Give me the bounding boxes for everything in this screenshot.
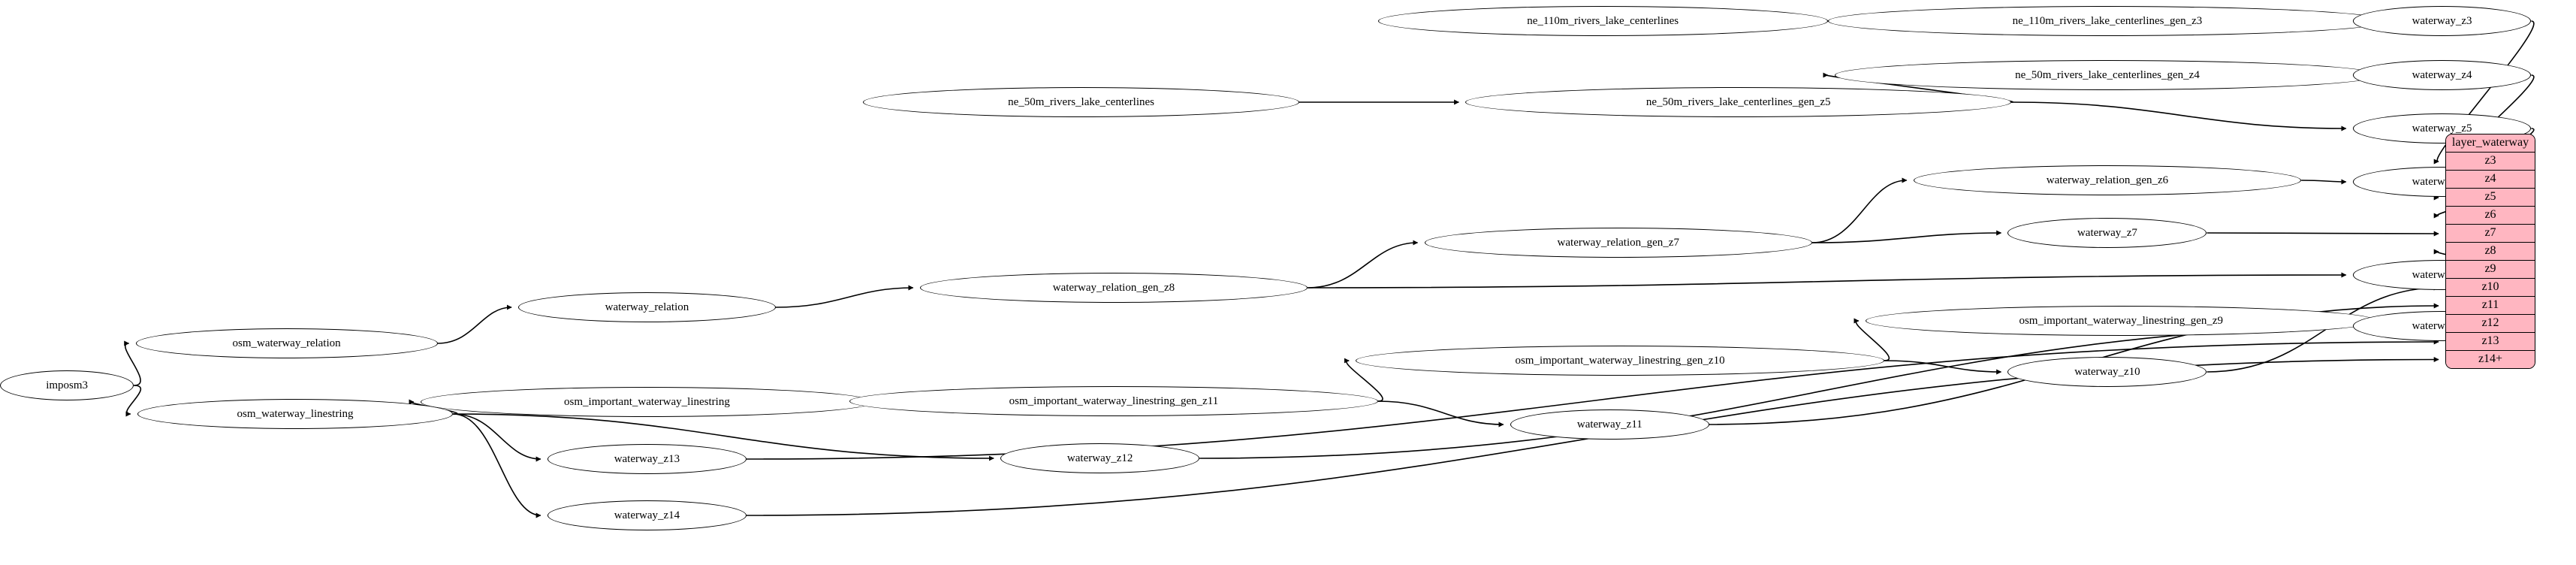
graph-node-label: ne_110m_rivers_lake_centerlines_gen_z3 xyxy=(2012,14,2203,27)
graph-node-waterway-relation[interactable]: waterway_relation xyxy=(518,292,776,322)
graph-node-label: waterway_z4 xyxy=(2412,68,2472,81)
graph-node-osm-important-waterway-linestring[interactable]: osm_important_waterway_linestring xyxy=(420,387,874,417)
layer-waterway-row-z5[interactable]: z5 xyxy=(2446,189,2535,207)
graph-node-label: osm_important_waterway_linestring_gen_z1… xyxy=(1009,394,1219,407)
graph-node-osm-waterway-relation[interactable]: osm_waterway_relation xyxy=(135,328,438,358)
layer-waterway-row-z7[interactable]: z7 xyxy=(2446,225,2535,243)
graph-edge xyxy=(453,413,541,462)
graph-node-label: ne_50m_rivers_lake_centerlines_gen_z5 xyxy=(1645,95,1831,108)
graph-node-label: waterway_z5 xyxy=(2412,122,2472,134)
graph-edge xyxy=(1884,360,2002,375)
graph-node-waterway-z11[interactable]: waterway_z11 xyxy=(1510,409,1709,440)
layer-waterway-row-z6[interactable]: z6 xyxy=(2446,207,2535,225)
layer-waterway-row-z12[interactable]: z12 xyxy=(2446,315,2535,333)
graph-node-label: waterway_relation_gen_z8 xyxy=(1052,281,1175,294)
graph-node-waterway-z7[interactable]: waterway_z7 xyxy=(2007,218,2207,248)
graph-node-label: imposm3 xyxy=(46,379,89,391)
layer-waterway-row-z11[interactable]: z11 xyxy=(2446,297,2535,315)
layer-waterway-row-z4[interactable]: z4 xyxy=(2446,171,2535,189)
graph-node-label: osm_waterway_relation xyxy=(232,337,341,349)
graph-node-label: osm_important_waterway_linestring xyxy=(564,395,730,408)
graph-edge xyxy=(2301,179,2347,185)
layer-waterway-table-header: layer_waterway xyxy=(2446,134,2535,153)
graph-node-osm-important-waterway-linestring-gen-z10[interactable]: osm_important_waterway_linestring_gen_z1… xyxy=(1356,346,1884,376)
graph-edge xyxy=(2206,231,2439,237)
graph-node-imposm3[interactable]: imposm3 xyxy=(0,370,134,400)
graph-node-label: ne_110m_rivers_lake_centerlines xyxy=(1527,14,1679,27)
graph-edge xyxy=(1811,177,1908,243)
graph-node-waterway-z3[interactable]: waterway_z3 xyxy=(2352,6,2532,36)
graph-node-waterway-z4[interactable]: waterway_z4 xyxy=(2352,60,2532,90)
graph-edge xyxy=(1199,321,2439,459)
graph-node-label: osm_important_waterway_linestring_gen_z1… xyxy=(1515,354,1725,367)
graph-node-ne-50m-rivers-lake-centerlines[interactable]: ne_50m_rivers_lake_centerlines xyxy=(863,87,1299,117)
layer-waterway-row-z13[interactable]: z13 xyxy=(2446,333,2535,351)
graph-node-label: waterway_z3 xyxy=(2412,14,2472,27)
layer-waterway-row-z14plus[interactable]: z14+ xyxy=(2446,351,2535,368)
graph-node-label: osm_waterway_linestring xyxy=(237,407,354,420)
graph-edge xyxy=(775,285,914,308)
graph-node-ne-50m-rivers-lake-centerlines-gen-z5[interactable]: ne_50m_rivers_lake_centerlines_gen_z5 xyxy=(1465,87,2011,117)
graph-edge xyxy=(453,413,541,518)
graph-node-label: waterway_z11 xyxy=(1576,418,1642,431)
graph-node-label: osm_important_waterway_linestring_gen_z9 xyxy=(2019,314,2224,327)
layer-waterway-row-z3[interactable]: z3 xyxy=(2446,153,2535,171)
graph-node-label: waterway_relation xyxy=(605,301,689,313)
graph-node-ne-110m-rivers-lake-centerlines-gen-z3[interactable]: ne_110m_rivers_lake_centerlines_gen_z3 xyxy=(1827,6,2387,36)
graph-node-label: waterway_z7 xyxy=(2077,226,2137,239)
graph-node-waterway-relation-gen-z8[interactable]: waterway_relation_gen_z8 xyxy=(919,273,1308,303)
graph-edge xyxy=(1811,230,2002,243)
graph-node-osm-important-waterway-linestring-gen-z9[interactable]: osm_important_waterway_linestring_gen_z9 xyxy=(1865,306,2377,336)
graph-edge xyxy=(1308,272,2347,289)
layer-waterway-row-z10[interactable]: z10 xyxy=(2446,279,2535,297)
graph-node-label: waterway_z12 xyxy=(1066,452,1133,464)
graph-node-ne-110m-rivers-lake-centerlines[interactable]: ne_110m_rivers_lake_centerlines xyxy=(1377,6,1828,36)
graph-edge xyxy=(437,304,512,344)
graph-node-label: waterway_relation_gen_z7 xyxy=(1557,236,1679,249)
graph-node-label: waterway_relation_gen_z6 xyxy=(2046,174,2169,186)
graph-node-waterway-relation-gen-z6[interactable]: waterway_relation_gen_z6 xyxy=(1913,165,2302,195)
graph-node-osm-waterway-linestring[interactable]: osm_waterway_linestring xyxy=(137,399,454,429)
graph-edge xyxy=(1377,400,1504,428)
graph-node-osm-important-waterway-linestring-gen-z11[interactable]: osm_important_waterway_linestring_gen_z1… xyxy=(849,386,1378,416)
graph-node-label: waterway_z13 xyxy=(614,452,680,465)
graph-node-waterway-z10[interactable]: waterway_z10 xyxy=(2007,357,2207,387)
graph-node-label: ne_50m_rivers_lake_centerlines_gen_z4 xyxy=(2015,68,2200,81)
graph-edge xyxy=(1308,240,1419,289)
graph-node-ne-50m-rivers-lake-centerlines-gen-z4[interactable]: ne_50m_rivers_lake_centerlines_gen_z4 xyxy=(1834,60,2381,90)
graph-node-waterway-z13[interactable]: waterway_z13 xyxy=(547,444,747,474)
graph-node-label: ne_50m_rivers_lake_centerlines xyxy=(1008,95,1154,108)
graph-node-waterway-z12[interactable]: waterway_z12 xyxy=(1000,443,1200,473)
graph-edge xyxy=(2011,101,2347,131)
layer-waterway-row-z8[interactable]: z8 xyxy=(2446,243,2535,261)
graph-node-label: waterway_z14 xyxy=(614,509,680,521)
layer-waterway-row-z9[interactable]: z9 xyxy=(2446,261,2535,279)
graph-node-waterway-z14[interactable]: waterway_z14 xyxy=(547,500,747,530)
graph-node-waterway-relation-gen-z7[interactable]: waterway_relation_gen_z7 xyxy=(1424,228,1812,258)
graph-node-label: waterway_z10 xyxy=(2074,365,2140,378)
